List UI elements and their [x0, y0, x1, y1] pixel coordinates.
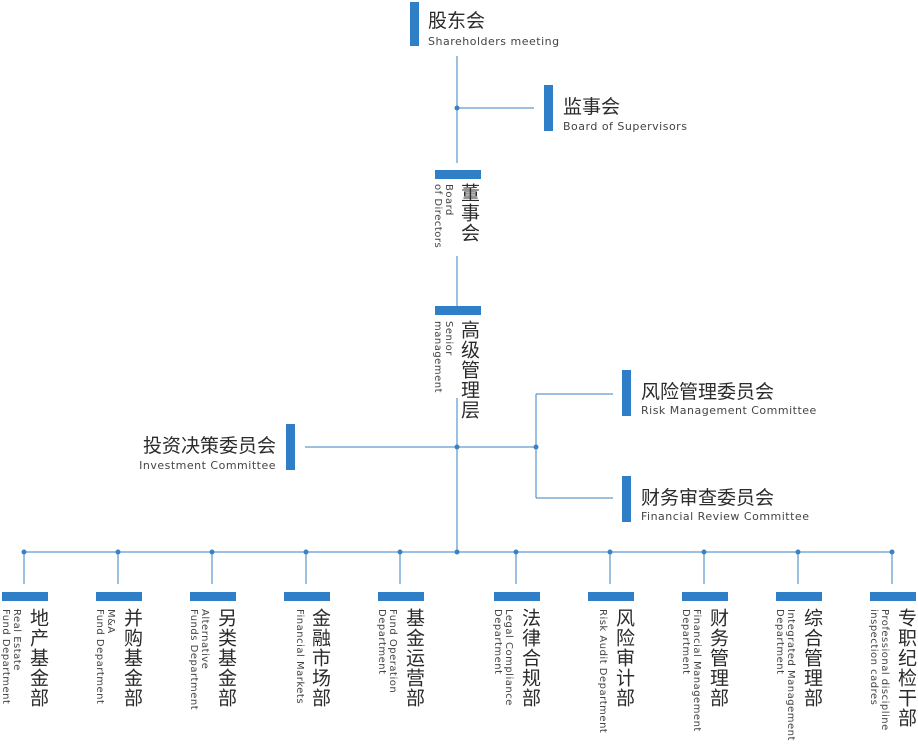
- accent-bar: [286, 424, 295, 470]
- department-en-label: Real Estate Fund Department: [0, 609, 22, 705]
- node-en-label: Senior management: [432, 321, 454, 393]
- accent-bar: [682, 592, 728, 601]
- department-cn-label: 财务管理部: [707, 608, 729, 708]
- node-en-label: Board of Supervisors: [563, 120, 688, 133]
- accent-bar: [544, 85, 553, 131]
- department-cn-label: 地产基金部: [27, 608, 49, 708]
- node-cn-label: 股东会: [428, 10, 486, 32]
- node-en-label: Risk Management Committee: [641, 404, 817, 417]
- node-cn-label: 风险管理委员会: [641, 381, 775, 403]
- node-cn-label: 投资决策委员会: [142, 435, 276, 457]
- department-cn-label: 金融市场部: [309, 608, 331, 708]
- department-cn-label: 专职纪检干部: [895, 608, 917, 728]
- department-cn-label: 另类基金部: [215, 608, 237, 708]
- accent-bar: [378, 592, 424, 601]
- node-cn-label: 董事会: [458, 183, 480, 243]
- accent-bar: [284, 592, 330, 601]
- department-cn-label: 基金运营部: [403, 608, 425, 708]
- department-en-label: Legal Compliance Department: [492, 609, 514, 706]
- accent-bar: [435, 170, 481, 179]
- node-en-label: Investment Committee: [139, 459, 276, 472]
- department-cn-label: 综合管理部: [801, 608, 823, 708]
- department-en-label: Financial Management Department: [680, 609, 702, 732]
- accent-bar: [494, 592, 540, 601]
- accent-bar: [96, 592, 142, 601]
- accent-bar: [2, 592, 48, 601]
- accent-bar: [622, 370, 631, 416]
- node-cn-label: 监事会: [563, 96, 621, 118]
- department-en-label: Professional discipline inspection cadre…: [868, 609, 890, 731]
- node-en-label: Financial Review Committee: [641, 510, 810, 523]
- node-en-label: Board of Directors: [432, 184, 454, 249]
- department-en-label: M&A Fund Department: [94, 609, 116, 705]
- accent-bar: [622, 476, 631, 522]
- accent-bar: [870, 592, 916, 601]
- department-en-label: Alternative Funds Department: [188, 609, 210, 711]
- department-en-label: Fund Operation Department: [376, 609, 398, 694]
- department-cn-label: 法律合规部: [519, 608, 541, 708]
- accent-bar: [410, 2, 419, 46]
- node-cn-label: 财务审查委员会: [641, 487, 775, 509]
- accent-bar: [776, 592, 822, 601]
- department-en-label: Risk Audit Department: [597, 609, 608, 734]
- node-en-label: Shareholders meeting: [428, 35, 560, 48]
- accent-bar: [190, 592, 236, 601]
- department-cn-label: 并购基金部: [121, 608, 143, 708]
- department-cn-label: 风险审计部: [613, 608, 635, 708]
- node-cn-label: 高级管理层: [458, 320, 480, 420]
- department-en-label: Financial Markets: [294, 609, 305, 705]
- accent-bar: [435, 306, 481, 315]
- accent-bar: [588, 592, 634, 601]
- department-en-label: Integrated Management Department: [774, 609, 796, 741]
